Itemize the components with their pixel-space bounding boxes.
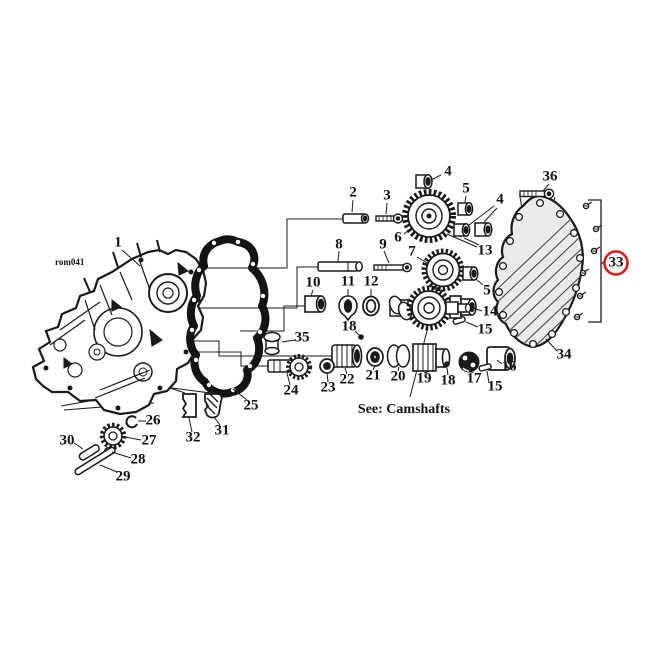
- part-label-13: 13: [477, 242, 493, 259]
- part-4-bushing-top: [415, 173, 433, 190]
- part-33-screws: [573, 201, 603, 321]
- part-35-oil-deflector: [263, 331, 281, 356]
- part-label-3: 3: [383, 187, 391, 204]
- part-label-4: 4: [444, 163, 452, 180]
- part-22-worm-gear: [331, 344, 363, 368]
- part-label-5: 5: [462, 180, 470, 197]
- part-label-9: 9: [379, 236, 387, 253]
- part-label-35: 35: [294, 329, 310, 346]
- part-label-11: 11: [340, 273, 356, 290]
- bracket-33: [588, 199, 605, 323]
- part-23-washer: [319, 358, 335, 374]
- crankcase-drawing: [31, 239, 208, 416]
- part-27-drive-gear: [99, 422, 127, 450]
- part-label-24: 24: [283, 382, 299, 399]
- part-label-21: 21: [365, 367, 381, 384]
- part-label-1: 1: [114, 234, 122, 251]
- part-label-27: 27: [141, 432, 157, 449]
- part-label-15: 15: [487, 378, 503, 395]
- part-16-roller-bushing: [486, 346, 516, 371]
- part-30-pin: [78, 444, 100, 461]
- part-label-7: 7: [408, 243, 416, 260]
- part-6-gear: [402, 189, 456, 243]
- part-label-17: 17: [466, 370, 482, 387]
- part-label-14: 14: [482, 303, 498, 320]
- part-10-bushing: [304, 295, 327, 313]
- part-label-33: 33: [608, 254, 624, 271]
- part-label-18: 18: [440, 372, 456, 389]
- part-17-breather: [458, 351, 480, 373]
- part-9-screw: [373, 262, 412, 273]
- part-13-bushing-pair: [453, 222, 493, 237]
- part-3-screw: [375, 213, 404, 224]
- part-5-bushing-lower: [462, 266, 479, 281]
- part-20-washers: [386, 344, 411, 368]
- part-label-6: 6: [394, 229, 402, 246]
- drawing-ref-code: rom041: [55, 257, 85, 267]
- part-18-ball-upper: [358, 334, 364, 340]
- part-label-22: 22: [339, 371, 355, 388]
- part-label-18: 18: [341, 318, 357, 335]
- part-26-retaining-clip: [125, 415, 138, 429]
- part-21-seal: [366, 347, 384, 367]
- part-5-bushing-top: [457, 202, 474, 216]
- part-label-30: 30: [59, 432, 75, 449]
- part-label-28: 28: [130, 451, 146, 468]
- part-24-gear-shaft: [267, 354, 312, 380]
- part-15-pin-lower: [478, 363, 492, 372]
- part-2-dowel-pin: [342, 213, 370, 224]
- see-camshafts-note: See: Camshafts: [357, 402, 451, 417]
- part-label-25: 25: [243, 397, 259, 414]
- part-label-8: 8: [335, 236, 343, 253]
- part-36-screw: [519, 188, 555, 200]
- label-leaders: [73, 174, 558, 473]
- part-label-5: 5: [483, 282, 491, 299]
- part-label-16: 16: [501, 358, 517, 375]
- part-29-drive-shaft: [74, 446, 116, 476]
- part-11-tab-washer: [338, 295, 358, 322]
- part-8-shaft: [317, 261, 363, 272]
- part-18-ball-lower: [444, 361, 450, 367]
- part-label-34: 34: [556, 346, 572, 363]
- camshaft-assembly: [388, 285, 472, 331]
- part-label-36: 36: [542, 168, 558, 185]
- part-12-oring: [362, 295, 380, 317]
- part-34-cam-cover: [492, 194, 585, 349]
- part-7-gear: [421, 248, 465, 292]
- part-label-19: 19: [416, 370, 432, 387]
- part-label-23: 23: [320, 379, 336, 396]
- part-label-32: 32: [185, 429, 201, 446]
- part-31-shoe: [203, 391, 223, 419]
- part-label-29: 29: [115, 468, 131, 485]
- part-label-12: 12: [363, 273, 379, 290]
- gasket-drawing: [186, 235, 270, 398]
- part-32-guide-block: [181, 393, 197, 418]
- part-19-pinion-gear: [412, 343, 451, 372]
- highlight-circle: [603, 250, 629, 276]
- part-label-26: 26: [145, 412, 161, 429]
- part-label-4: 4: [496, 191, 504, 208]
- part-label-15: 15: [477, 321, 493, 338]
- part-label-2: 2: [349, 184, 357, 201]
- part-label-31: 31: [214, 422, 230, 439]
- part-label-20: 20: [390, 368, 406, 385]
- part-label-10: 10: [305, 274, 321, 291]
